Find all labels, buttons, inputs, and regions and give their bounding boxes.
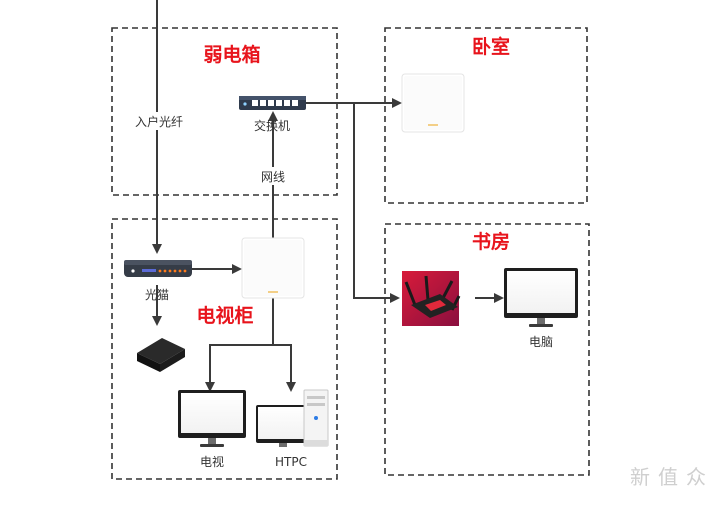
label-pc: 电脑 bbox=[529, 335, 553, 349]
monitor-icon bbox=[256, 405, 310, 447]
svg-text:值: 值 bbox=[658, 465, 678, 489]
svg-text:新: 新 bbox=[630, 465, 650, 489]
zone-weak-box bbox=[111, 27, 338, 196]
fiber-label-bg bbox=[132, 112, 186, 130]
zone-bedroom bbox=[384, 27, 588, 204]
mesh-router-icon bbox=[401, 73, 465, 133]
label-modem: 光猫 bbox=[145, 288, 169, 302]
router-to-htpc-wire bbox=[273, 344, 296, 392]
modem-icon bbox=[124, 260, 192, 277]
desktop-tower-icon bbox=[303, 389, 329, 447]
switch-icon bbox=[239, 96, 306, 110]
label-tv: 电视 bbox=[200, 454, 224, 469]
ethernet-label-bg bbox=[258, 167, 288, 185]
label-htpc: HTPC bbox=[275, 455, 307, 469]
label-fiber-in: 入户光纤 bbox=[135, 114, 183, 129]
watermark-logo: 新 值 众 bbox=[630, 465, 706, 489]
gaming-router-icon bbox=[402, 271, 461, 326]
monitor-icon bbox=[178, 390, 246, 447]
mesh-router-icon bbox=[241, 237, 305, 299]
zone-title-study: 书房 bbox=[472, 230, 510, 253]
label-switch: 交换机 bbox=[254, 118, 290, 133]
monitor-icon bbox=[504, 268, 578, 327]
label-ethernet: 网线 bbox=[261, 170, 285, 184]
zone-study bbox=[384, 223, 590, 476]
switch-to-study-wire bbox=[353, 103, 400, 303]
zone-title-weak-box: 弱电箱 bbox=[203, 43, 260, 66]
router-to-tv-wire bbox=[205, 344, 273, 392]
tv-box-icon bbox=[137, 338, 185, 372]
svg-text:众: 众 bbox=[686, 465, 706, 489]
zone-title-bedroom: 卧室 bbox=[472, 35, 510, 58]
zone-tv-cabinet bbox=[111, 218, 338, 480]
zone-title-tv-cabinet: 电视柜 bbox=[196, 304, 253, 327]
